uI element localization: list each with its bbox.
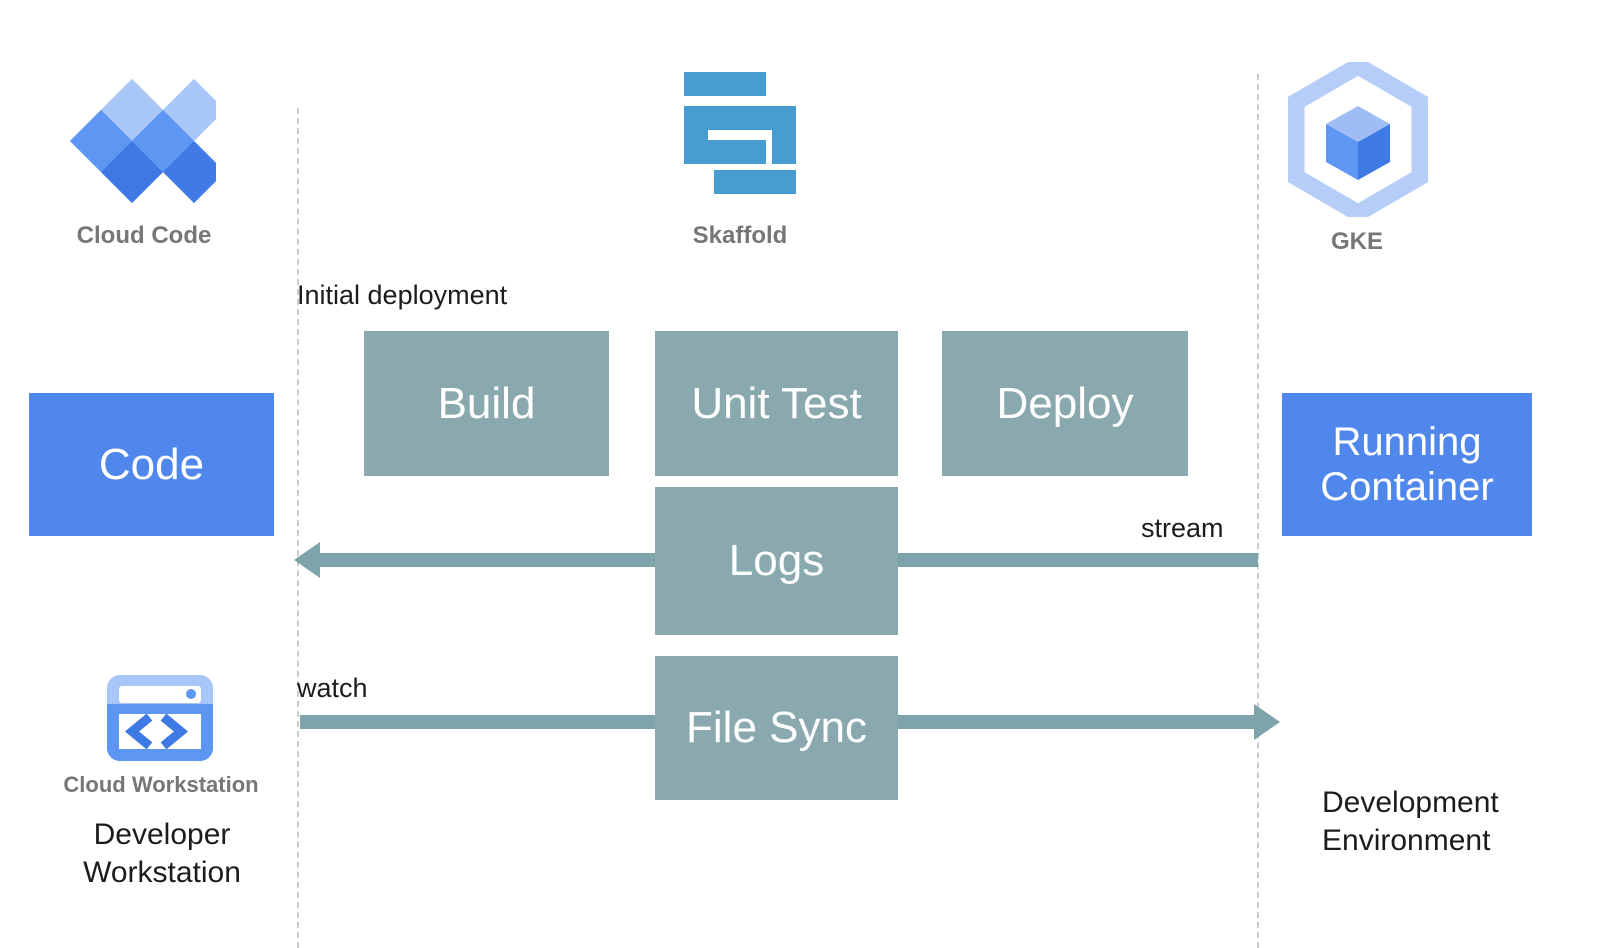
development-environment-line1: Development: [1322, 786, 1499, 819]
flow-label-stream: stream: [1141, 513, 1224, 543]
boundary-line-left: [297, 108, 299, 948]
development-environment-line2: Environment: [1322, 824, 1491, 858]
file-sync-arrow-shaft-right: [893, 715, 1254, 729]
logs-arrow-shaft-right: [893, 553, 1258, 567]
stage-box-logs[interactable]: Logs: [655, 487, 898, 635]
stage-label-file-sync: File Sync: [686, 703, 867, 753]
developer-workstation-line1: Developer: [93, 818, 231, 851]
boundary-line-right: [1257, 74, 1259, 948]
stage-label-logs: Logs: [728, 536, 825, 586]
environment-caption-development-environment: Development Environment: [1322, 784, 1600, 861]
stage-box-file-sync[interactable]: File Sync: [655, 656, 898, 800]
stage-label-build: Build: [437, 378, 536, 428]
logs-arrow-shaft-left: [320, 553, 660, 567]
product-caption-cloud-code: Cloud Code: [76, 222, 212, 249]
product-caption-skaffold: Skaffold: [692, 222, 788, 249]
running-container-label-line2: Container: [1320, 464, 1494, 509]
skaffold-logo-icon: [680, 70, 800, 195]
product-caption-gke: GKE: [1330, 228, 1383, 255]
file-sync-arrow-head-right-icon: [1254, 704, 1280, 740]
gke-logo-icon: [1287, 56, 1429, 223]
running-container-label-line1: Running: [1332, 419, 1482, 464]
code-box-label: Code: [98, 439, 205, 489]
stage-box-build[interactable]: Build: [364, 331, 609, 476]
file-sync-arrow-shaft-left: [300, 715, 660, 729]
stage-box-unit-test[interactable]: Unit Test: [655, 331, 898, 476]
flow-label-watch: watch: [297, 673, 368, 703]
stage-label-deploy: Deploy: [996, 378, 1134, 428]
developer-workstation-line2: Workstation: [83, 856, 241, 890]
cloud-workstation-logo-icon: [104, 672, 216, 764]
stage-label-unit-test: Unit Test: [691, 378, 862, 428]
flow-label-initial-deployment: Initial deployment: [297, 280, 508, 310]
code-box[interactable]: Code: [29, 393, 274, 536]
logs-arrow-head-left-icon: [294, 542, 320, 578]
stage-box-deploy[interactable]: Deploy: [942, 331, 1188, 476]
cloud-code-logo-icon: [66, 78, 226, 208]
product-caption-cloud-workstation: Cloud Workstation: [63, 772, 259, 797]
environment-caption-developer-workstation: Developer Workstation: [32, 816, 292, 893]
running-container-box[interactable]: Running Container: [1282, 393, 1532, 536]
